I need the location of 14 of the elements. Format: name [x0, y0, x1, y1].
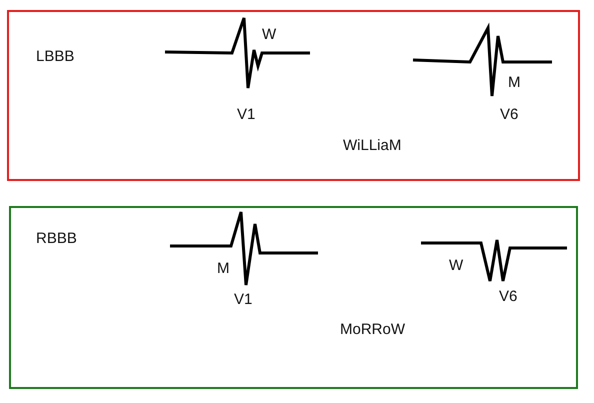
ecg-panel	[7, 10, 580, 181]
lead-label: V1	[237, 107, 256, 122]
ecg-panel	[9, 206, 578, 389]
lead-label: V1	[234, 292, 252, 307]
lead-label: W	[262, 27, 276, 42]
lead-label: M	[508, 75, 520, 90]
lead-label: W	[449, 258, 464, 273]
lead-label: V6	[499, 289, 518, 304]
lead-label: WiLLiaM	[343, 138, 402, 153]
lead-label: MoRRoW	[340, 322, 406, 337]
lead-label: V6	[500, 107, 518, 122]
lead-label: M	[217, 261, 230, 276]
panel-title: LBBB	[36, 48, 74, 65]
panel-title: RBBB	[36, 230, 77, 247]
